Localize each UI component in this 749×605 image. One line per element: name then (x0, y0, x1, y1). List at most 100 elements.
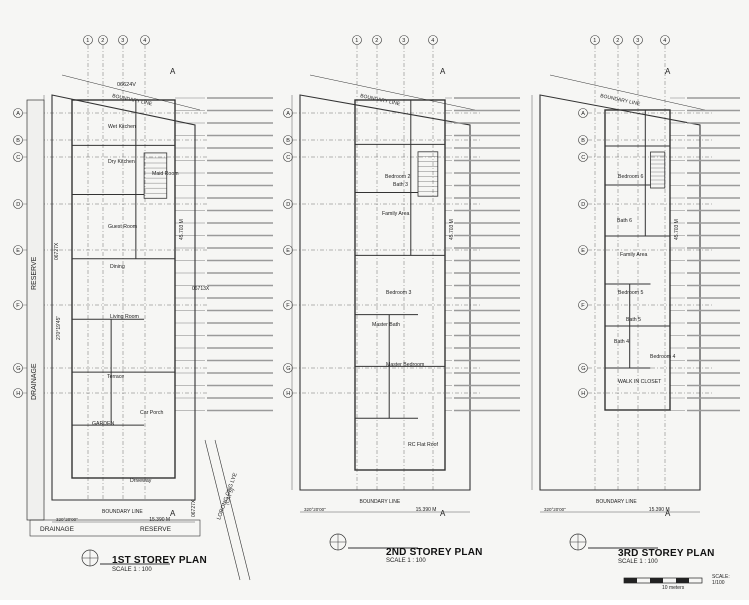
grid-bubble-4 (428, 35, 438, 45)
house-outline (71, 99, 176, 479)
depth-label: 45.703 M (674, 219, 680, 240)
boundary-label-bottom: BOUNDARY LINE (102, 509, 143, 515)
grid-bubble-B (13, 135, 23, 145)
staircase (417, 151, 439, 197)
site-boundary (539, 94, 701, 491)
grid-bubble-1 (590, 35, 600, 45)
bottom-bearing-label: 320°20'00" (304, 507, 326, 512)
grid-bubble-3 (118, 35, 128, 45)
room-label: Master Bath (372, 322, 400, 328)
road-reserve-label: RESERVE (140, 526, 172, 533)
grid-number-3: 3 (636, 38, 639, 44)
grid-bubble-3 (399, 35, 409, 45)
boundary-label-bottom: BOUNDARY LINE (360, 499, 401, 505)
grid-bubble-H (578, 388, 588, 398)
grid-letter-A: A (581, 111, 585, 117)
plan-title-3rd: 3RD STOREY PLAN (618, 548, 715, 559)
grid-bubble-3 (633, 35, 643, 45)
grid-number-2: 2 (375, 38, 378, 44)
grid-bubble-B (578, 135, 588, 145)
room-label: Bedroom 4 (650, 354, 675, 360)
grid-letter-H: H (286, 391, 290, 397)
grid-bubble-4 (140, 35, 150, 45)
depth-label: 45.703 M (449, 219, 455, 240)
grid-bubble-E (578, 245, 588, 255)
grid-letter-G: G (581, 366, 585, 372)
lot-side-label: 06727X (54, 242, 60, 260)
room-label: Maid Room (152, 171, 179, 177)
road-drainage-strip (29, 519, 201, 537)
grid-bubble-E (13, 245, 23, 255)
site-boundary (299, 94, 471, 491)
house-outline (354, 99, 446, 471)
grid-bubble-G (283, 363, 293, 373)
room-label: Driveway (130, 478, 152, 484)
scale-bar: SCALE: 1/100 10 meters (622, 572, 740, 594)
room-label: Family Area (382, 211, 410, 217)
grid-bubble-A (283, 108, 293, 118)
grid-bubble-C (13, 152, 23, 162)
grid-letter-D: D (286, 202, 290, 208)
grid-bubble-G (578, 363, 588, 373)
boundary-setback-line (61, 74, 201, 111)
section-marker-bottom: A (440, 509, 446, 518)
grid-number-1: 1 (355, 38, 358, 44)
drainage-reserve-strip (26, 99, 45, 521)
grid-letter-C: C (286, 155, 290, 161)
bottom-bearing-label: 320°20'00" (56, 517, 78, 522)
grid-letter-C: C (16, 155, 20, 161)
room-label: Bedroom 5 (618, 290, 643, 296)
grid-letter-E: E (581, 248, 585, 254)
grid-number-2: 2 (616, 38, 619, 44)
grid-bubble-G (13, 363, 23, 373)
grid-number-1: 1 (593, 38, 596, 44)
room-label: RC Flat Roof (408, 442, 439, 448)
reserve-label: RESERVE (31, 256, 38, 290)
room-label: Wet Kitchen (108, 124, 136, 130)
grid-bubble-C (578, 152, 588, 162)
grid-bubble-C (283, 152, 293, 162)
grid-bubble-H (13, 388, 23, 398)
bottom-dimension-label: 15.390 M (416, 507, 437, 513)
grid-number-3: 3 (402, 38, 405, 44)
grid-bubble-D (283, 199, 293, 209)
grid-letter-G: G (286, 366, 290, 372)
grid-letter-F: F (581, 303, 585, 309)
grid-bubble-4 (660, 35, 670, 45)
drainage-label: DRAINAGE (31, 363, 38, 400)
bottom-bearing-label: 320°20'00" (544, 507, 566, 512)
grid-bubble-F (283, 300, 293, 310)
grid-letter-A: A (16, 111, 20, 117)
room-label: Bath 5 (626, 317, 641, 323)
plan-title-2nd: 2ND STOREY PLAN (386, 547, 483, 558)
depth-label: 45.703 M (179, 219, 185, 240)
grid-bubble-D (578, 199, 588, 209)
room-label: Bedroom 2 (385, 174, 410, 180)
plan-title-1st: 1ST STOREY PLAN (112, 555, 207, 566)
grid-number-3: 3 (121, 38, 124, 44)
grid-bubble-2 (98, 35, 108, 45)
section-marker-bottom: A (665, 509, 671, 518)
grid-number-2: 2 (101, 38, 104, 44)
bottom-dimension-label: 15.390 M (649, 507, 670, 513)
room-label: Bedroom 3 (386, 290, 411, 296)
section-marker-top: A (440, 67, 446, 76)
grid-letter-E: E (286, 248, 290, 254)
grid-number-4: 4 (431, 38, 434, 44)
grid-bubble-E (283, 245, 293, 255)
room-label: Terrace (107, 374, 124, 380)
grid-bubble-H (283, 388, 293, 398)
room-label: GARDEN (92, 421, 114, 427)
site-boundary (51, 94, 196, 501)
room-label: WALK IN CLOSET (618, 379, 662, 385)
grid-letter-E: E (16, 248, 20, 254)
grid-bubble-F (578, 300, 588, 310)
grid-letter-D: D (581, 202, 585, 208)
boundary-label-top: BOUNDARY LINE (600, 93, 642, 107)
side-bearing-label: 270°19'45" (56, 316, 62, 340)
room-label: Bedroom 6 (618, 174, 643, 180)
boundary-label-bottom: BOUNDARY LINE (596, 499, 637, 505)
